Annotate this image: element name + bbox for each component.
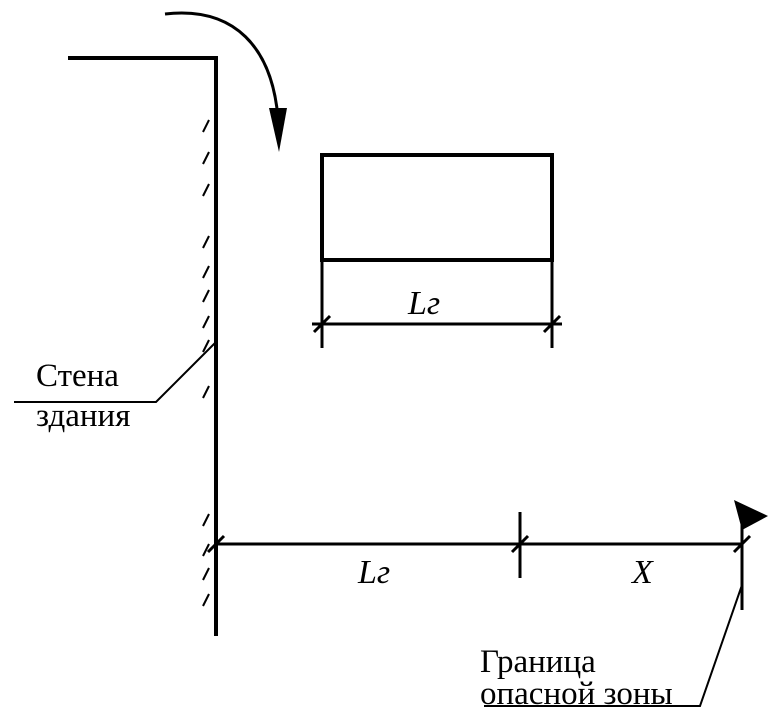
falling-arrow: [164, 11, 287, 152]
ground-dimension-label: Lг: [358, 554, 391, 591]
extra-distance-label: X: [632, 554, 653, 591]
wall-top-edge: [68, 56, 218, 636]
ground-tick-boundary: [732, 534, 752, 554]
falling-arrow-head: [269, 108, 287, 152]
ground-dimension: [206, 512, 752, 610]
wall-label-leader: [14, 341, 217, 403]
boundary-flag-icon: [734, 500, 768, 530]
boundary-label-line2: опасной зоны: [480, 676, 673, 712]
ground-tick-wall: [206, 534, 226, 554]
wall-label-line1: Стена: [36, 358, 119, 394]
ground-tick-middle: [510, 534, 530, 554]
load-rectangle: [320, 153, 554, 262]
boundary-label-line1: Граница: [480, 644, 596, 680]
wall-hatching: [202, 119, 210, 607]
falling-arrow-curve: [164, 11, 280, 119]
wall-label-line2: здания: [36, 398, 131, 434]
building-wall: [68, 56, 218, 636]
load-tick-left: [312, 314, 332, 334]
load-dimension-label: Lг: [408, 285, 441, 322]
boundary-label-leader: [484, 584, 743, 707]
load-dimension: [312, 260, 562, 348]
load-tick-right: [542, 314, 562, 334]
